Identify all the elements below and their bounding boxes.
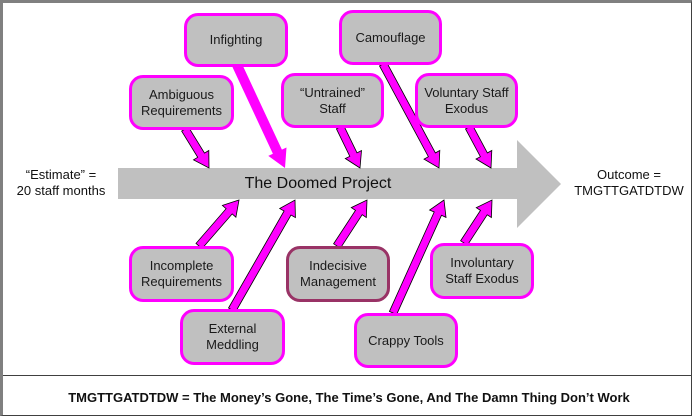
footer-divider [3,375,692,376]
cause-voluntary-staff-exodus: Voluntary Staff Exodus [415,73,518,128]
arrow-camouflage [378,61,441,169]
cause-ambiguous-requirements: Ambiguous Requirements [129,75,234,130]
cause-indecisive-management: Indecisive Management [286,246,390,302]
cause-camouflage: Camouflage [339,10,442,65]
spine-label: The Doomed Project [244,174,392,192]
arrow-ambiguous-requirements [181,126,210,169]
output-label-line2: TMGTTGATDTDW [574,183,684,198]
arrow-involuntary-staff-exodus [460,199,493,246]
arrow-untrained-staff [335,124,362,169]
cause-involuntary-staff-exodus: Involuntary Staff Exodus [430,243,534,299]
output-label-line1: Outcome = [597,167,661,182]
arrow-crappy-tools [388,199,447,316]
cause-crappy-tools: Crappy Tools [354,313,458,368]
input-label-line2: 20 staff months [16,183,106,198]
arrow-voluntary-staff-exodus [464,124,493,169]
spine-arrow [118,140,561,228]
footer-legend: TMGTTGATDTDW = The Money’s Gone, The Tim… [68,389,630,405]
input-label-line1: “Estimate” = [25,167,97,182]
arrow-external-meddling [227,199,296,313]
output-label: Outcome = TMGTTGATDTDW [568,167,690,199]
diagram-canvas [118,61,561,316]
arrow-incomplete-requirements [195,199,240,250]
arrow-infighting [232,62,287,168]
arrow-indecisive-management [333,199,368,249]
cause-incomplete-requirements: Incomplete Requirements [129,246,234,302]
cause-external-meddling: External Meddling [180,309,285,365]
input-label: “Estimate” = 20 staff months [9,167,113,199]
cause-infighting: Infighting [184,13,288,67]
fishbone-diagram: The Doomed Project “Estimate” = 20 staff… [3,3,692,376]
cause-untrained-staff: “Untrained” Staff [281,73,384,128]
